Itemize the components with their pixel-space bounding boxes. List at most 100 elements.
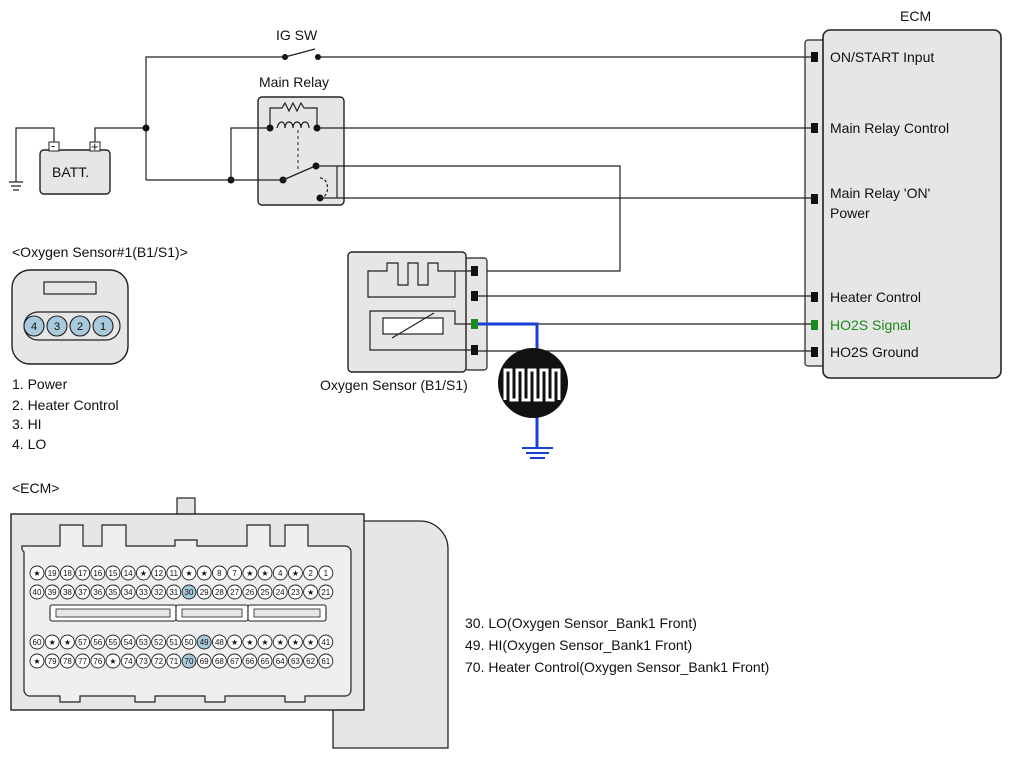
ecm-connector-pin-label: 63 <box>291 657 300 666</box>
ecm-connector-pin-label: 54 <box>124 638 133 647</box>
ecm-connector-pin-label: 34 <box>124 588 133 597</box>
ecm-connector-pin-label: ★ <box>246 569 253 578</box>
ecm-connector-pin-unused: ★ <box>242 565 258 581</box>
ecm-connector-pin-72: 72 <box>151 653 167 669</box>
ecm-connector-pin-55: 55 <box>105 634 121 650</box>
ecm-connector-pin-label: 71 <box>169 657 178 666</box>
ecm-connector-pin-label: 1 <box>324 569 329 578</box>
ecm-connector-pin-label: 69 <box>200 657 209 666</box>
ecm-connector-pin-61: 61 <box>318 653 334 669</box>
ecm-connector-pin-label: 12 <box>154 569 163 578</box>
ecm-connector-pin-37: 37 <box>75 584 91 600</box>
oxygen-connector-pin-label: 2 <box>77 321 83 333</box>
ecm-connector-pin-label: 37 <box>78 588 87 597</box>
ecm-connector-pin-12: 12 <box>151 565 167 581</box>
ecm-connector-pin-unused: ★ <box>196 565 212 581</box>
ecm-connector-pin-label: 19 <box>48 569 57 578</box>
ecm-connector-pin-label: 14 <box>124 569 133 578</box>
ecm-connector-pin-25: 25 <box>257 584 273 600</box>
ecm-connector-pin-unused: ★ <box>257 565 273 581</box>
ecm-connector-pin-24: 24 <box>272 584 288 600</box>
battery-minus: - <box>51 138 55 153</box>
ecm-connector-pin-unused: ★ <box>303 634 319 650</box>
ecm-connector-pin-label: ★ <box>246 638 253 647</box>
ecm-connector-pin-70: 70 <box>181 653 197 669</box>
ecm-connector-pin-label: 35 <box>109 588 118 597</box>
ecm-connector-pin-29: 29 <box>196 584 212 600</box>
ecm-connector-pin-label: ★ <box>140 569 147 578</box>
ecm-input-ho2s-signal: HO2S Signal <box>830 317 911 333</box>
ecm-legend-30: 30. LO(Oxygen Sensor_Bank1 Front) <box>465 615 697 631</box>
ecm-connector-pin-18: 18 <box>59 565 75 581</box>
ecm-legend-49: 49. HI(Oxygen Sensor_Bank1 Front) <box>465 637 692 653</box>
ecm-connector-pin-32: 32 <box>151 584 167 600</box>
ecm-connector-pin-34: 34 <box>120 584 136 600</box>
ecm-connector-pin-label: ★ <box>292 638 299 647</box>
ecm-connector-pin-label: 67 <box>230 657 239 666</box>
ecm-connector-pin-unused: ★ <box>287 634 303 650</box>
ecm-connector-pin-label: 61 <box>321 657 330 666</box>
ecm-connector-pin-label: 40 <box>33 588 42 597</box>
ecm-input-on-start: ON/START Input <box>830 49 934 65</box>
ecm-connector-pin-label: 77 <box>78 657 87 666</box>
ecm-connector-pin-57: 57 <box>75 634 91 650</box>
ecm-connector-pin-33: 33 <box>135 584 151 600</box>
ecm-connector-pin-label: 32 <box>154 588 163 597</box>
ecm-connector-pin-label: ★ <box>33 657 40 666</box>
ecm-connector-pin-label: 16 <box>93 569 102 578</box>
ecm-connector-pin-74: 74 <box>120 653 136 669</box>
ecm-connector-pin-62: 62 <box>303 653 319 669</box>
oxygen-connector-pin-3: 3 <box>46 315 68 337</box>
ecm-connector-pin-label: 65 <box>261 657 270 666</box>
ecm-connector-pin-60: 60 <box>29 634 45 650</box>
waveform-icon <box>498 348 568 418</box>
ecm-connector-pin-label: 18 <box>63 569 72 578</box>
ecm-connector-pin-label: 23 <box>291 588 300 597</box>
ecm-connector-pin-14: 14 <box>120 565 136 581</box>
ecm-connector-pin-54: 54 <box>120 634 136 650</box>
ecm-connector-pin-38: 38 <box>59 584 75 600</box>
main-relay: Main Relay <box>227 74 345 206</box>
ecm-connector-pin-label: 17 <box>78 569 87 578</box>
ecm-connector-pin-label: 31 <box>169 588 178 597</box>
ecm-connector-pin-unused: ★ <box>227 634 243 650</box>
ecm-connector-pin-36: 36 <box>90 584 106 600</box>
ecm-connector-pin-50: 50 <box>181 634 197 650</box>
ecm-connector-pin-label: ★ <box>292 569 299 578</box>
ecm-connector-pin-19: 19 <box>44 565 60 581</box>
ecm-connector-pin-label: ★ <box>185 569 192 578</box>
ecm-connector-pin-label: 11 <box>170 569 179 578</box>
ecm-connector-pin-51: 51 <box>166 634 182 650</box>
ecm-connector-pin-68: 68 <box>211 653 227 669</box>
ecm-connector-pin-39: 39 <box>44 584 60 600</box>
ecm-connector-pin-label: 21 <box>321 588 330 597</box>
oxygen-legend-3: 3. HI <box>12 416 42 432</box>
ecm-connector-pin-35: 35 <box>105 584 121 600</box>
oxygen-connector-pin-4: 4 <box>23 315 45 337</box>
ecm-connector-pin-label: 28 <box>215 588 224 597</box>
ecm-connector-pin-49: 49 <box>196 634 212 650</box>
ecm-connector-pin-4: 4 <box>272 565 288 581</box>
ecm-input-main-relay-on-power: Power <box>830 205 870 221</box>
oxygen-connector-pin-2: 2 <box>69 315 91 337</box>
oxygen-sensor-label: Oxygen Sensor (B1/S1) <box>320 377 468 393</box>
ecm-connector-pin-label: ★ <box>261 569 268 578</box>
ig-sw-label: IG SW <box>276 27 318 43</box>
oxygen-legend-2: 2. Heater Control <box>12 397 119 413</box>
ecm-connector-title: <ECM> <box>12 480 59 496</box>
ecm-connector-pin-label: 60 <box>33 638 42 647</box>
ecm-connector-pin-41: 41 <box>318 634 334 650</box>
ecm-connector-pin-label: 33 <box>139 588 148 597</box>
ecm-connector-pin-label: 62 <box>306 657 315 666</box>
oxygen-connector-legend: 1. Power 2. Heater Control 3. HI 4. LO <box>12 376 119 452</box>
oxygen-connector-pin-label: 1 <box>100 321 106 333</box>
ecm-connector-pin-unused: ★ <box>181 565 197 581</box>
ecm-connector-pin-label: 7 <box>232 569 237 578</box>
ecm-connector-pin-31: 31 <box>166 584 182 600</box>
ecm-connector-pin-label: ★ <box>64 638 71 647</box>
ecm-connector-pin-28: 28 <box>211 584 227 600</box>
ecm-connector-pin-label: 39 <box>48 588 57 597</box>
battery: - + BATT. <box>9 127 146 195</box>
